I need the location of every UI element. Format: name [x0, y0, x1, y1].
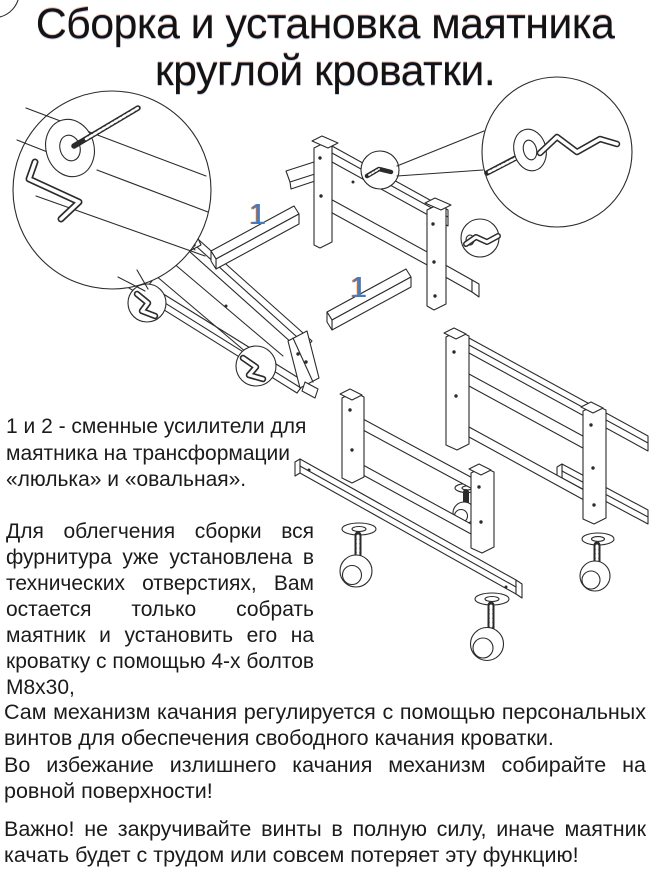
parts-note-text: 1 и 2 - сменные усилители для маятника на… — [6, 414, 312, 494]
allen-key-callout-side-upper — [127, 283, 167, 323]
bolt-detail-callout-left — [12, 90, 212, 290]
caster-wheel-middle — [469, 592, 510, 662]
text-line: М8х30, — [6, 676, 75, 699]
text-line: маятник и установить его на — [6, 624, 314, 647]
page-title-line-1: Сборка и установка маятника — [35, 0, 615, 48]
page-title: Сборка и установка маятника круглой кров… — [0, 1, 650, 94]
text-line: Для облегчения сборки вся — [6, 520, 314, 543]
text-line: Важно! не закручивайте винты в полную си… — [4, 817, 646, 841]
text-line: «люлька» и «овальная». — [6, 468, 247, 492]
bolt-icon — [71, 105, 141, 149]
corner-arc — [0, 0, 19, 18]
mechanism-note-text: Сам механизм качания регулируется с помо… — [4, 699, 646, 804]
assembled-pendulum-base — [294, 327, 649, 662]
text-line: качать будет с трудом или совсем потеряе… — [4, 843, 579, 868]
allen-key-icon — [25, 158, 83, 223]
page-title-line-2: круглой кроватки. — [154, 46, 496, 95]
bolt-detail-callout-right — [481, 76, 633, 228]
caster-wheel-right — [579, 532, 615, 592]
text-line: винтов для обеспечения свободного качани… — [4, 726, 554, 751]
part-label-1b: 1 — [351, 272, 367, 304]
text-line: остается только собрать — [6, 598, 314, 621]
reinforcement-board-2 — [326, 268, 412, 331]
reinforcement-board-1 — [210, 205, 300, 270]
bolt-point-callout — [360, 150, 400, 190]
text-line: 1 и 2 - сменные усилители для — [6, 415, 307, 438]
leader-lines-left — [117, 269, 149, 292]
assembly-note-text: Для облегчения сборки вся фурнитура уже у… — [6, 519, 314, 701]
allen-key-callout-back-frame — [460, 218, 501, 258]
caster-wheel-left — [339, 522, 377, 588]
text-line: Во избежание излишнего качания механизм … — [4, 752, 646, 777]
text-line: фурнитура уже установлена в — [6, 546, 314, 569]
text-line: кроватку с помощью 4-х болтов — [6, 650, 315, 673]
allen-key-icon — [239, 354, 267, 383]
allen-key-icon — [133, 290, 159, 320]
text-line: технических отверстиях, Вам — [6, 572, 314, 595]
text-line: ровной поверхности! — [4, 778, 213, 803]
allen-key-callout-side-lower — [235, 345, 277, 387]
leader-lines-right — [396, 130, 485, 177]
text-line: маятника на трансформации — [6, 441, 291, 465]
board-edge — [25, 107, 207, 177]
warning-note-text: Важно! не закручивайте винты в полную си… — [4, 816, 646, 869]
part-label-1b-ghost: 1 — [350, 272, 366, 304]
text-line: Сам механизм качания регулируется с помо… — [4, 700, 646, 724]
part-label-1a: 1 — [250, 199, 266, 231]
allen-key-icon — [463, 233, 501, 247]
part-label-1a-ghost: 1 — [249, 199, 265, 231]
allen-key-icon — [536, 133, 621, 157]
